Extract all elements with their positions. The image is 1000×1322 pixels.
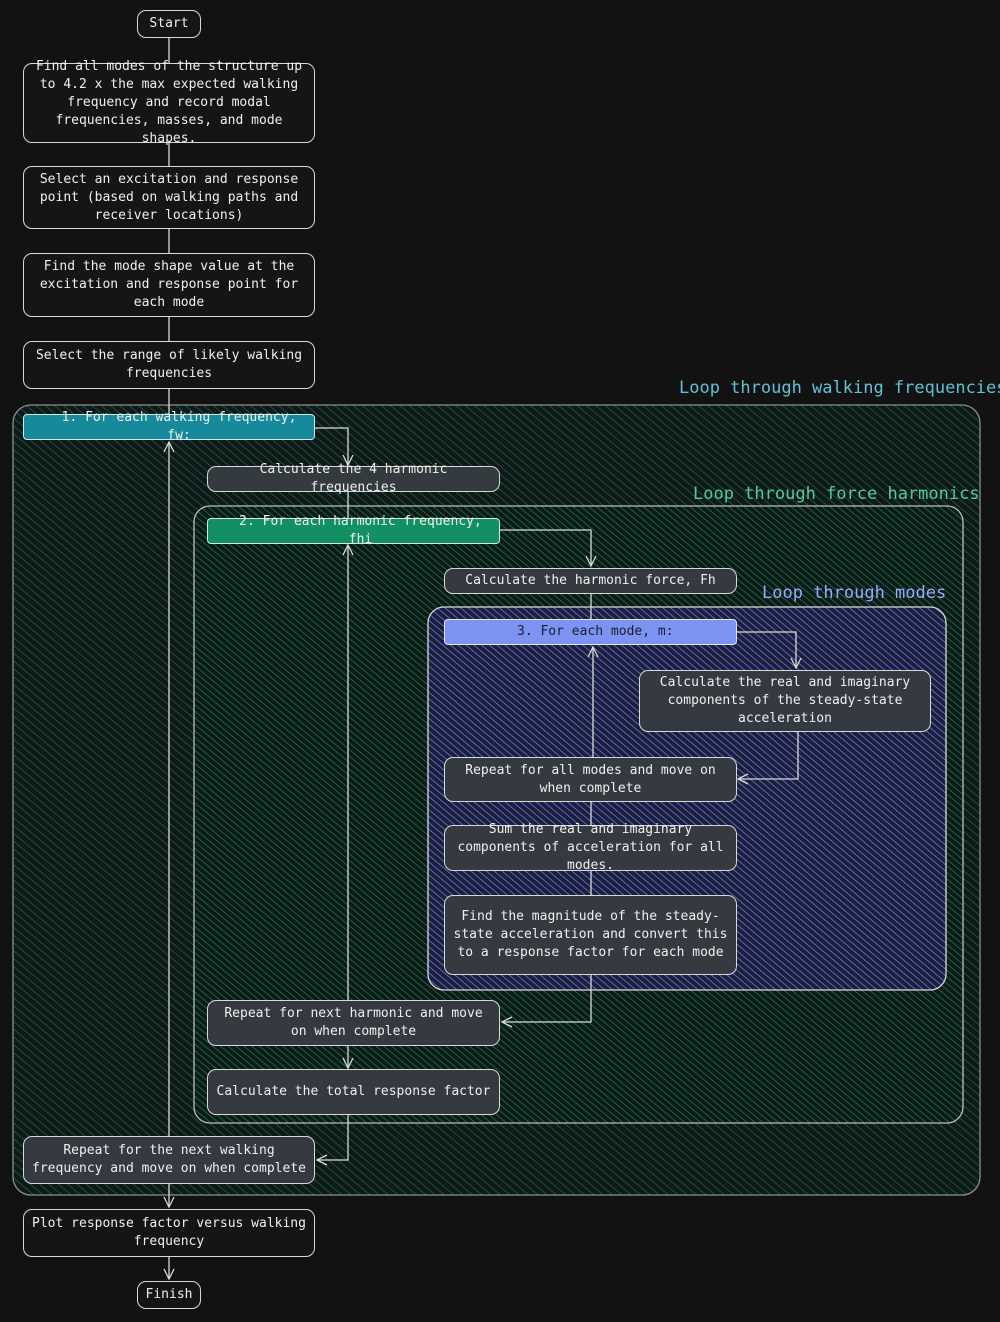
find-modes-node: Find all modes of the structure up to 4.…: [23, 59, 315, 146]
connector-components-to-repeat-modes: [738, 732, 799, 779]
loop-walking-frequencies-label: Loop through walking frequencies: [679, 378, 1000, 398]
repeat-harmonic-node: Repeat for next harmonic and move on whe…: [207, 1000, 500, 1046]
loop-modes-label: Loop through modes: [762, 583, 947, 603]
connector-magnitude-to-repeat-harmonic: [502, 975, 592, 1022]
find-shape-value-node: Find the mode shape value at the excitat…: [23, 253, 315, 317]
calculate-harmonic-force-node: Calculate the harmonic force, Fh: [444, 568, 737, 594]
for-each-harmonic-frequency-node: 2. For each harmonic frequency, fhi: [207, 514, 500, 547]
calculate-total-response-node: Calculate the total response factor: [207, 1069, 500, 1115]
sum-components-node: Sum the real and imaginary components of…: [444, 822, 737, 873]
plot-node: Plot response factor versus walking freq…: [23, 1209, 315, 1257]
connector-walking-to-harmonic-freqs: [315, 427, 348, 465]
find-magnitude-node: Find the magnitude of the steady-state a…: [444, 895, 737, 975]
repeat-modes-node: Repeat for all modes and move on when co…: [444, 757, 737, 802]
connector-total-to-repeat-walking: [317, 1115, 349, 1160]
for-each-mode-node: 3. For each mode, m:: [444, 619, 737, 645]
for-each-walking-frequency-node: 1. For each walking frequency, fw:: [23, 410, 315, 443]
select-points-node: Select an excitation and response point …: [23, 166, 315, 229]
start-node: Start: [137, 10, 201, 38]
connector-mode-to-components: [737, 631, 796, 668]
connector-harmonic-to-force: [500, 529, 591, 566]
select-range-node: Select the range of likely walking frequ…: [23, 341, 315, 389]
calculate-harmonic-frequencies-node: Calculate the 4 harmonic frequencies: [207, 462, 500, 495]
loop-force-harmonics-label: Loop through force harmonics: [693, 484, 980, 504]
finish-node: Finish: [137, 1281, 201, 1309]
repeat-walking-node: Repeat for the next walking frequency an…: [23, 1136, 315, 1184]
calculate-components-node: Calculate the real and imaginary compone…: [639, 670, 931, 732]
